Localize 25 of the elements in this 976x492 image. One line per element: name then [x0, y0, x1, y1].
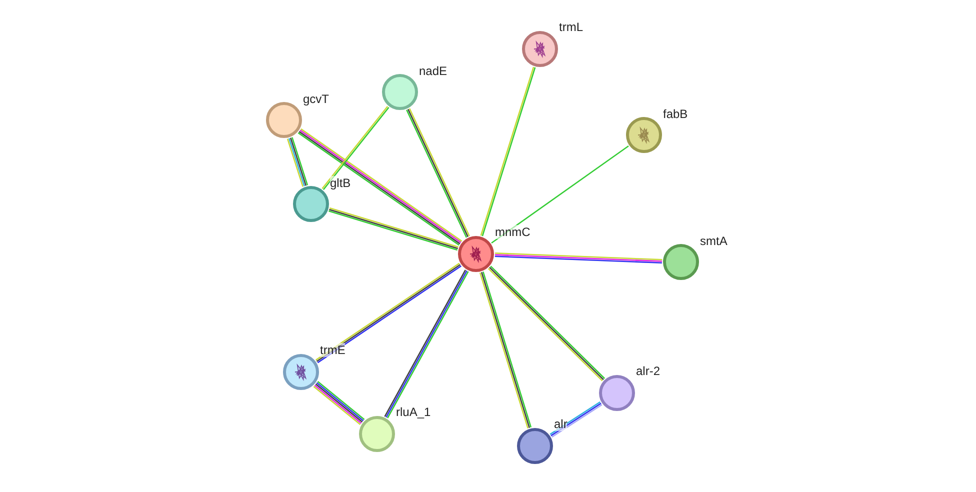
interaction-line — [313, 381, 365, 425]
interaction-line — [480, 66, 536, 236]
gene-label: mnmC — [495, 225, 530, 239]
interaction-line — [494, 252, 662, 264]
gene-label: trmL — [559, 20, 583, 34]
gene-label: nadE — [419, 64, 448, 78]
interaction-line — [286, 137, 308, 187]
interaction-line — [328, 207, 458, 251]
interaction-line — [491, 145, 629, 244]
interaction-line — [384, 270, 469, 418]
gene-label: alr — [554, 417, 568, 431]
interaction-line — [479, 272, 532, 428]
interaction-line — [406, 108, 470, 238]
gene-label: gcvT — [303, 92, 330, 106]
interaction-line — [298, 128, 462, 246]
interaction-line — [488, 266, 606, 382]
gene-label: rluA_1 — [396, 405, 431, 419]
gene-label: alr-2 — [636, 364, 660, 378]
interaction-line — [322, 106, 390, 190]
gene-label: smtA — [700, 234, 728, 248]
interaction-line — [316, 262, 462, 364]
gene-label: fabB — [663, 107, 688, 121]
gene-label: trmE — [320, 343, 346, 357]
interaction-line — [550, 401, 602, 438]
gene-label: gltB — [330, 176, 351, 190]
